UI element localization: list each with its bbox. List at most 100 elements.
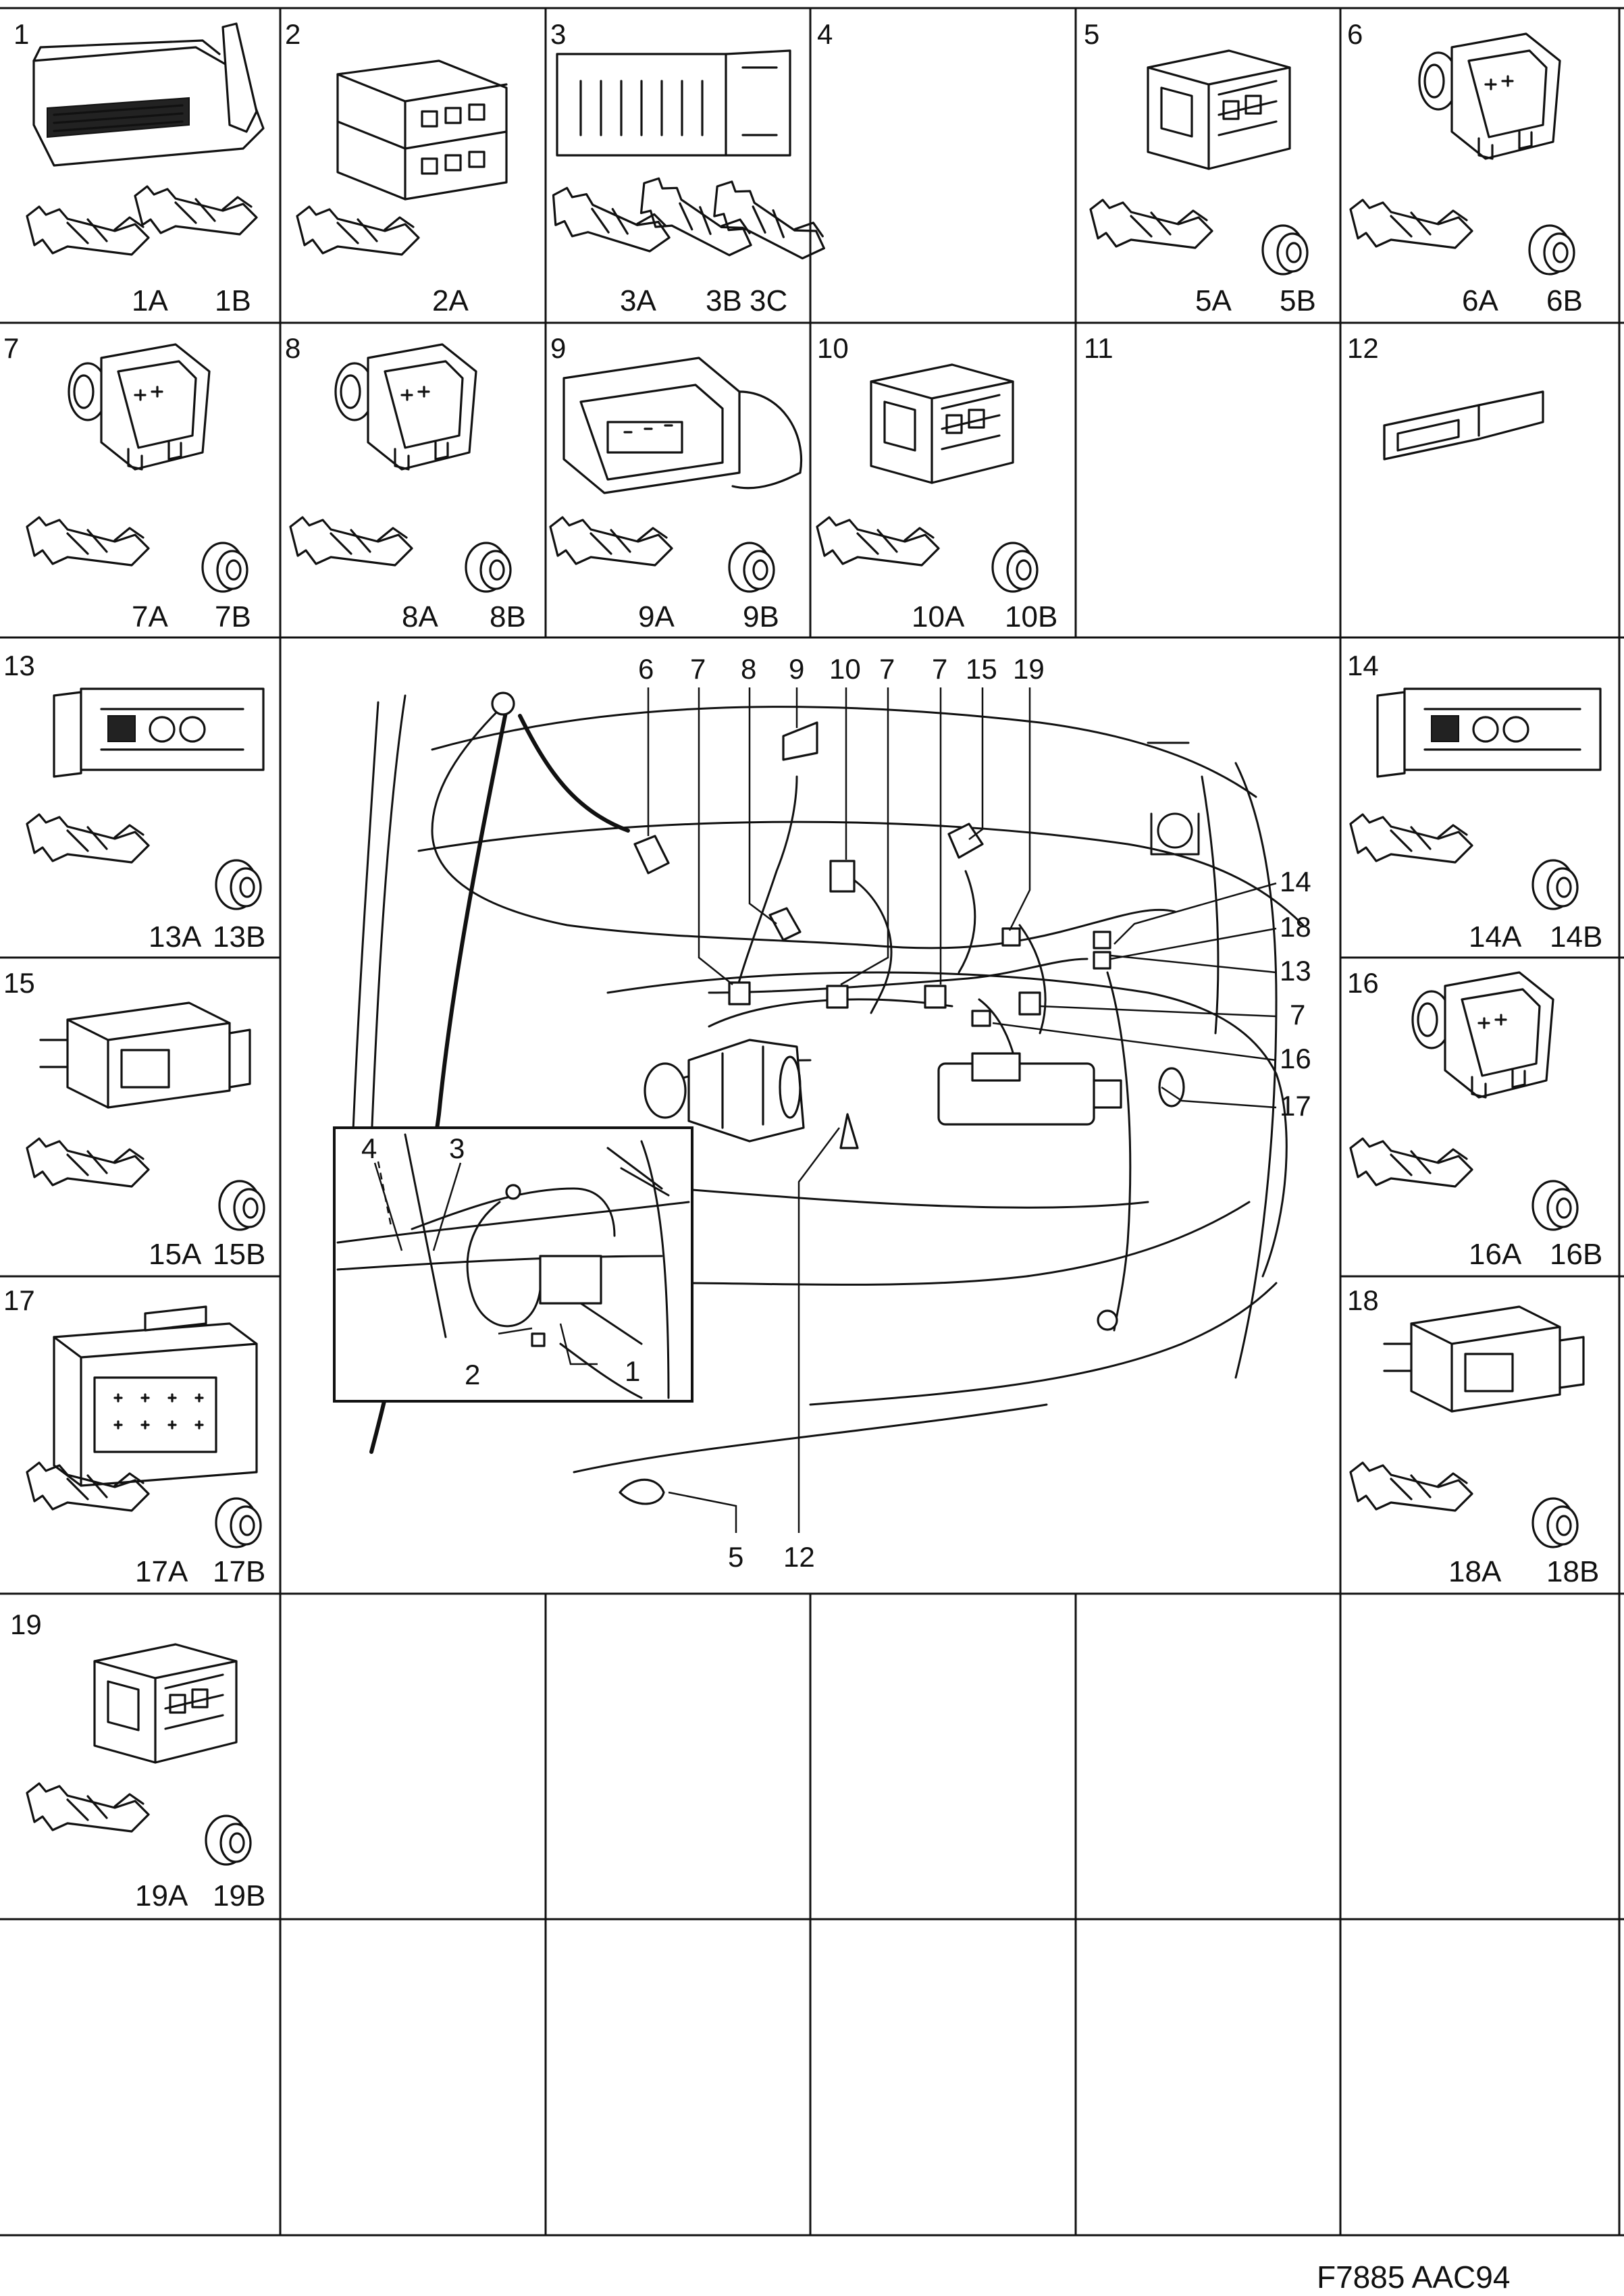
- harness-connector-18: [1093, 951, 1111, 970]
- terminal-16a: [1349, 1137, 1473, 1188]
- ground-terminal-12: [839, 1113, 859, 1149]
- sublabel-18a: 18A: [1448, 1555, 1502, 1588]
- sublabel-10b: 10B: [1005, 600, 1057, 633]
- connector-6: [1418, 32, 1561, 160]
- engine-bay-illustration: [346, 692, 1305, 1505]
- harness-connector-7d: [1018, 991, 1041, 1016]
- starter-motor: [644, 1039, 805, 1143]
- terminal-10a: [816, 516, 940, 567]
- cell-number: 10: [817, 332, 849, 364]
- sublabel-7a: 7A: [132, 600, 168, 633]
- connector-17: [53, 1305, 258, 1487]
- seal-13b: [215, 859, 262, 910]
- cell-number: 9: [550, 332, 566, 364]
- terminal-3b: [629, 173, 763, 263]
- sublabel-3b: 3B: [706, 284, 742, 317]
- sublabel-8b: 8B: [490, 600, 526, 633]
- inset-detail: 4 3 2 1: [333, 1126, 693, 1403]
- sublabel-19a: 19A: [135, 1879, 188, 1912]
- cell-number: 5: [1084, 18, 1099, 50]
- sublabel-7b: 7B: [215, 600, 251, 633]
- callout-bottom-5: 5: [728, 1541, 743, 1573]
- seal-10b: [991, 542, 1039, 593]
- callout-top-19: 19: [1013, 653, 1045, 685]
- terminal-8a: [289, 516, 413, 567]
- callout-right-13: 13: [1280, 955, 1311, 987]
- terminal-14a: [1349, 813, 1473, 864]
- cell-number: 8: [285, 332, 300, 364]
- cell-12: 12: [1347, 332, 1544, 461]
- cell-number: 4: [817, 18, 833, 50]
- harness-connector-15: [947, 823, 984, 859]
- terminal-3a: [545, 184, 676, 256]
- seal-16b: [1531, 1180, 1579, 1231]
- cell-14: 14 14A 14B: [1347, 650, 1602, 954]
- seal-5b: [1261, 224, 1309, 276]
- terminal-19a: [26, 1782, 150, 1833]
- cell-7: 7 7A 7B: [3, 332, 251, 633]
- callout-right-18: 18: [1280, 911, 1311, 943]
- cell-number: 16: [1347, 967, 1379, 999]
- fuse-connector-3: [556, 49, 791, 157]
- sublabel-8a: 8A: [402, 600, 438, 633]
- terminal-7a: [26, 516, 150, 567]
- cell-10: 10 10A 10B: [816, 332, 1057, 633]
- harness-connector-7a: [728, 981, 751, 1006]
- terminal-13a: [26, 813, 150, 864]
- seal-15b: [218, 1180, 265, 1231]
- terminal-2a: [296, 205, 420, 256]
- connector-10: [870, 363, 1014, 484]
- connector-16: [1411, 971, 1554, 1099]
- sublabel-3a: 3A: [620, 284, 656, 317]
- cell-number: 3: [550, 18, 566, 50]
- sublabel-3c: 3C: [750, 284, 787, 317]
- connector-18: [1383, 1305, 1585, 1413]
- seal-9b: [728, 542, 775, 593]
- sublabel-9b: 9B: [743, 600, 779, 633]
- sublabel-2a: 2A: [432, 284, 469, 317]
- sublabel-16b: 16B: [1550, 1238, 1602, 1271]
- harness-connector-5: [619, 1478, 665, 1505]
- callout-right-14: 14: [1280, 866, 1311, 897]
- sublabel-18b: 18B: [1546, 1555, 1599, 1588]
- sublabel-17b: 17B: [213, 1555, 265, 1588]
- cell-5: 5 5A 5B: [1084, 18, 1316, 317]
- harness-connector-8: [768, 907, 802, 941]
- terminal-1a: [26, 205, 150, 256]
- connector-5: [1147, 49, 1291, 170]
- sublabel-14b: 14B: [1550, 920, 1602, 954]
- multi-connector-2: [336, 59, 508, 201]
- inset-callout-3: 3: [449, 1132, 465, 1164]
- connector-8: [334, 343, 477, 471]
- seal-18b: [1531, 1497, 1579, 1548]
- sublabel-15a: 15A: [149, 1238, 202, 1271]
- grommet: [491, 692, 515, 716]
- cell-number: 6: [1347, 18, 1363, 50]
- grid-lines: [0, 7, 1624, 2237]
- seal-7b: [201, 542, 248, 593]
- terminal-1b: [134, 185, 258, 236]
- sublabel-6b: 6B: [1546, 284, 1583, 317]
- terminal-9a: [549, 516, 673, 567]
- sublabel-16a: 16A: [1469, 1238, 1522, 1271]
- cell-9: 9 9A 9B: [549, 332, 802, 633]
- sublabel-15b: 15B: [213, 1238, 265, 1271]
- coil-pack: [937, 1052, 1122, 1126]
- callout-top-10: 10: [829, 653, 861, 685]
- cell-11: 11: [1084, 332, 1114, 364]
- cell-3: 3 3A 3B 3C: [545, 18, 836, 317]
- cell-number: 14: [1347, 650, 1379, 681]
- sublabel-5b: 5B: [1280, 284, 1316, 317]
- harness-connector-7b: [826, 985, 849, 1009]
- cell-2: 2 2A: [285, 18, 508, 317]
- seal-14b: [1531, 859, 1579, 910]
- harness-connector-10: [829, 860, 856, 893]
- callout-top-6: 6: [638, 653, 654, 685]
- cell-number: 12: [1347, 332, 1379, 364]
- seal-8b: [465, 542, 512, 593]
- terminal-6a: [1349, 199, 1473, 249]
- harness-connector-6: [633, 835, 670, 875]
- cell-number: 7: [3, 332, 19, 364]
- cell-number: 11: [1084, 332, 1114, 364]
- callout-top-8: 8: [741, 653, 756, 685]
